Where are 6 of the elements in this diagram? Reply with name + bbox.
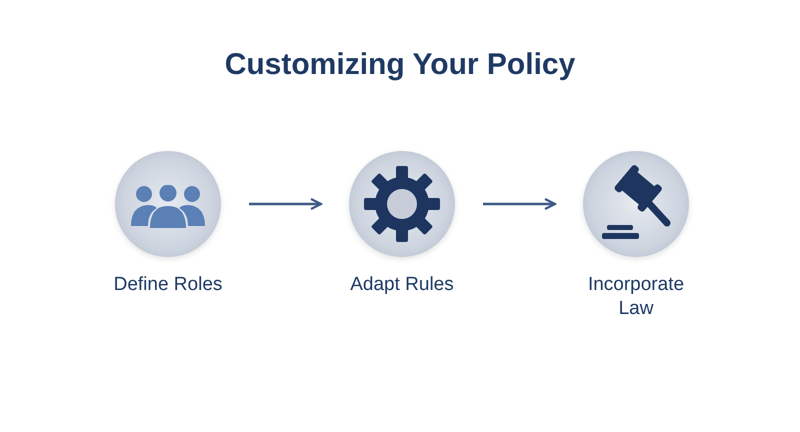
step-label: Adapt Rules xyxy=(349,273,455,297)
step-label: Define Roles xyxy=(113,273,223,297)
step-label: Incorporate Law xyxy=(586,273,686,321)
diagram-title: Customizing Your Policy xyxy=(224,47,576,83)
arrow xyxy=(249,198,322,210)
arrow xyxy=(483,198,556,210)
